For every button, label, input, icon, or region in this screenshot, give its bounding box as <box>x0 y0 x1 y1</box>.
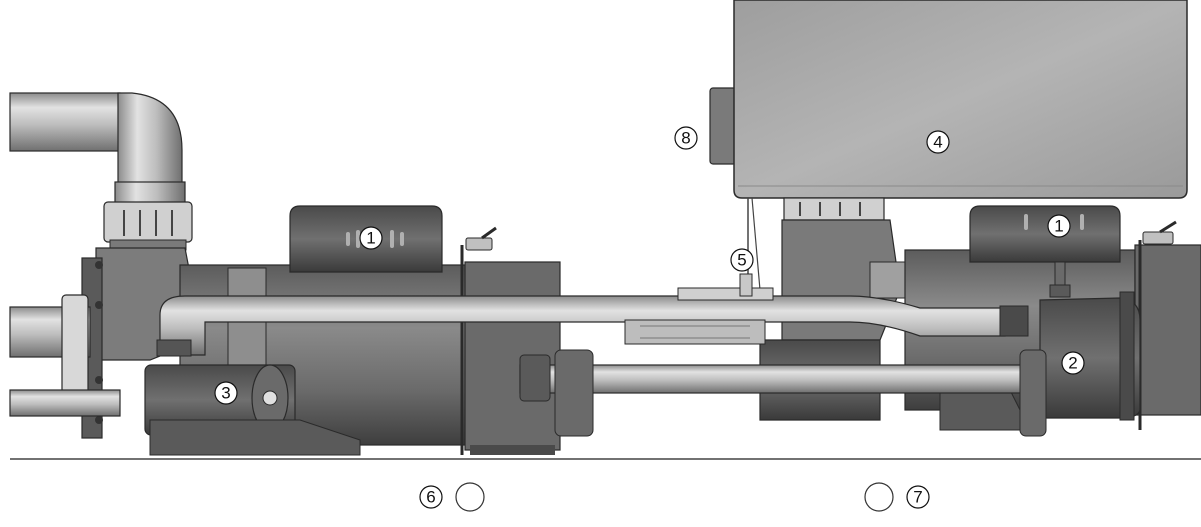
suction-elbow-pipe <box>9 92 193 251</box>
callout-label: 1 <box>1054 217 1063 236</box>
lower-left-pipes <box>9 294 121 417</box>
callout-8: 8 <box>674 126 698 150</box>
heater-assembly-right <box>1039 261 1141 421</box>
lower-middle-pipe <box>519 349 1047 437</box>
callout-5: 5 <box>730 248 754 272</box>
callout-label: 2 <box>1068 354 1077 373</box>
callout-label: 6 <box>426 488 435 507</box>
reference-circle-6 <box>455 482 485 512</box>
control-box <box>709 0 1188 291</box>
callout-label: 7 <box>913 488 922 507</box>
upper-return-pipe <box>156 273 1029 357</box>
callout-4: 4 <box>926 130 950 154</box>
callout-7: 7 <box>906 485 930 509</box>
callout-label: 8 <box>681 129 690 148</box>
callout-1-right: 1 <box>1047 214 1071 238</box>
callout-1-left: 1 <box>359 226 383 250</box>
callout-label: 5 <box>737 251 746 270</box>
callout-label: 1 <box>366 229 375 248</box>
reference-circle-7 <box>864 482 894 512</box>
callout-label: 3 <box>221 384 230 403</box>
callout-6: 6 <box>419 485 443 509</box>
callout-label: 4 <box>933 133 942 152</box>
callout-3: 3 <box>214 381 238 405</box>
callout-2: 2 <box>1061 351 1085 375</box>
